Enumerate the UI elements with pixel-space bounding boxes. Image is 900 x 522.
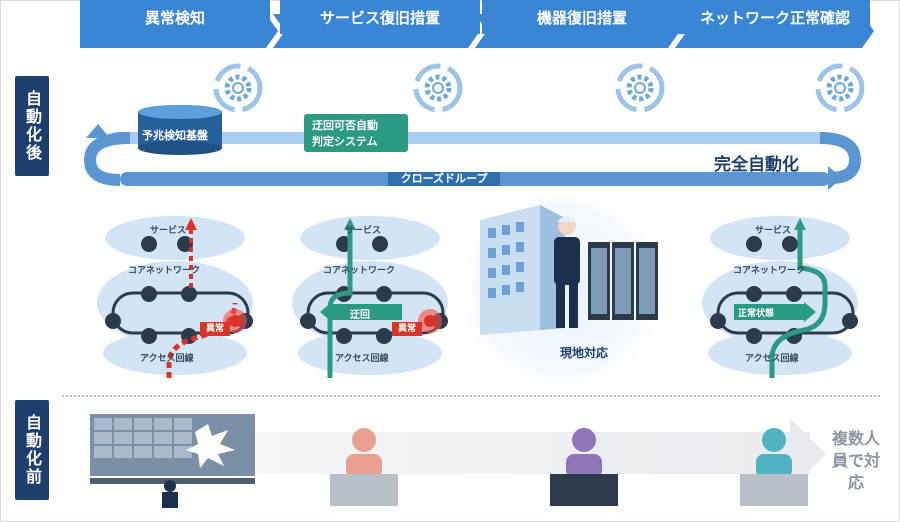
core-network-label: コアネットワーク [323,266,396,276]
step-2-label: サービス復旧措置 [280,0,480,34]
service-label: サービス [755,226,792,236]
loop-left-arrowhead [86,124,110,138]
platform-label: 予兆検知基盤 [142,129,208,142]
judgement-system-line1: 迂回可否自動 [312,119,378,132]
technician-icon [554,216,580,328]
after-automation-tab: 自動化後 [15,76,49,176]
loop-right-curve [819,132,862,184]
step-3-label: 機器復旧措置 [482,0,682,34]
alarm-badge: 異常 [200,322,230,336]
section-divider [62,395,880,397]
multi-staff-label: 複数人員で対応 [831,429,880,492]
network-diagram-normal [702,216,858,378]
step-4-label: ネットワーク正常確認 [680,0,870,34]
closed-loop-label: クローズドループ [388,172,500,186]
gear-cycle-icon [615,63,665,113]
access-line-label: アクセス回線 [335,354,389,364]
closed-loop-diagram [83,124,862,190]
manual-flow-arrow [250,432,810,474]
gear-cycle-icon [815,63,865,113]
arrow-head-icon [790,418,826,490]
judgement-system-box [304,114,408,152]
detour-label: 迂回 [350,310,370,321]
database-icon [138,105,222,155]
full-automation-label: 完全自動化 [714,155,799,175]
service-label: サービス [345,226,382,236]
loop-right-arrowhead [828,166,842,190]
loop-top-track [110,132,830,144]
onsite-scene [480,205,658,335]
monitoring-room-icon [90,414,255,508]
judgement-system-line2: 判定システム [312,135,378,148]
operator-icon [550,428,618,506]
onsite-response-label: 現地対応 [560,346,609,360]
before-automation-tab: 自動化前 [15,400,49,500]
loop-left-curve [83,132,131,186]
alarm-badge: 異常 [392,322,422,336]
step-1-label: 異常検知 [80,0,270,34]
operator-icon [330,428,398,506]
core-network-label: コアネットワーク [733,266,806,276]
operator-icon [740,428,808,506]
service-label: サービス [150,226,187,236]
gear-cycle-icon [213,63,263,113]
core-network-label: コアネットワーク [128,266,201,276]
access-line-label: アクセス回線 [140,354,194,364]
access-line-label: アクセス回線 [745,354,799,364]
server-rack-icon [588,242,658,320]
gear-cycle-icon [413,63,463,113]
normal-state-label: 正常状態 [738,309,775,319]
